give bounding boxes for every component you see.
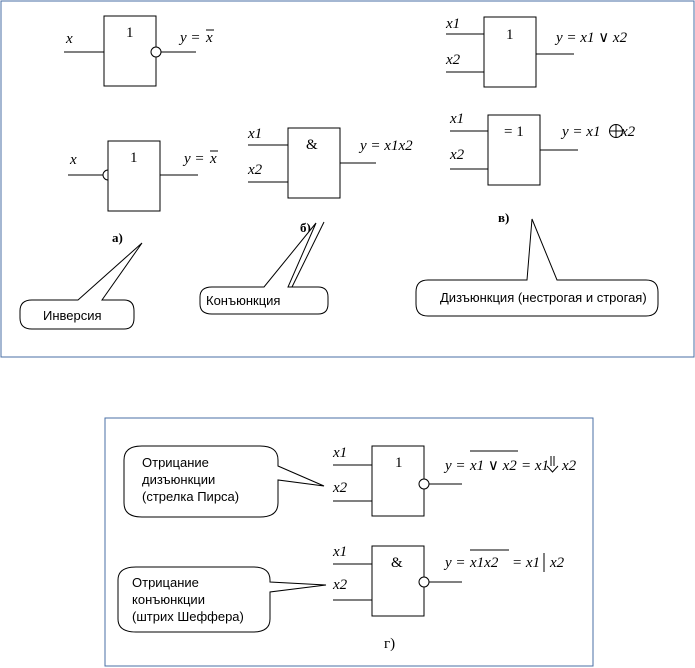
xor-output-label-b: x2 <box>620 124 636 140</box>
inversion-bottom-box <box>107 140 161 212</box>
bottom-panel-frame <box>104 417 594 667</box>
inversion-bottom-output-prefix: y = <box>182 151 205 167</box>
nand-output-over: x1x2 <box>469 555 499 571</box>
xor-input1-label: x1 <box>449 111 464 127</box>
callout-nor: Отрицание дизъюнкции (стрелка Пирса) <box>123 445 325 518</box>
disjunction-input1-label: x1 <box>445 16 460 32</box>
disjunction-gate: x1 x2 1 y = x1 ∨ x2 <box>445 16 628 88</box>
conjunction-input1-label: x1 <box>247 126 262 142</box>
xor-input2-label: x2 <box>449 147 465 163</box>
caption-b: б) <box>300 220 311 235</box>
callout-disjunction: Дизъюнкция (нестрогая и строгая) <box>415 218 659 317</box>
inversion-gate-bottom: x 1 y = x <box>68 140 218 212</box>
callout-inversion: Инверсия <box>19 242 143 330</box>
nor-gate-symbol: 1 <box>395 455 403 471</box>
callout-conjunction: Конъюнкция <box>199 221 329 315</box>
inversion-top-output-prefix: y = <box>178 30 201 46</box>
nor-input2-label: x2 <box>332 480 348 496</box>
callout-conjunction-text: Конъюнкция <box>206 293 280 308</box>
nand-input1-label: x1 <box>332 544 347 560</box>
inversion-bottom-input-label: x <box>69 152 77 168</box>
conjunction-gate: x1 x2 & y = x1x2 <box>247 126 413 199</box>
disjunction-gate-symbol: 1 <box>506 27 514 43</box>
nand-output-end: x2 <box>549 555 565 571</box>
nand-output-prefix: y = <box>443 555 466 571</box>
caption-a: а) <box>112 230 123 245</box>
peirce-arrow-icon <box>546 456 559 473</box>
nand-gate-symbol: & <box>391 555 403 571</box>
inversion-top-gate-symbol: 1 <box>126 25 134 41</box>
nor-output-suffix: = x1 <box>521 458 549 474</box>
nor-output-over: x1 ∨ x2 <box>469 458 517 474</box>
caption-d: г) <box>384 636 395 652</box>
inversion-top-output-var: x <box>205 30 213 46</box>
callout-nand: Отрицание конъюнкции (штрих Шеффера) <box>117 566 327 633</box>
disjunction-output-label: y = x1 ∨ x2 <box>554 30 628 46</box>
inversion-top-input-label: x <box>65 31 73 47</box>
callout-nor-line2: дизъюнкции <box>142 472 215 487</box>
conjunction-gate-symbol: & <box>306 137 318 153</box>
inversion-gate-top: x 1 y = x <box>64 15 214 87</box>
inversion-bottom-gate-symbol: 1 <box>130 150 138 166</box>
nand-bubble <box>418 576 430 588</box>
xor-box <box>487 114 541 186</box>
nor-output-prefix: y = <box>443 458 466 474</box>
top-panel-frame <box>0 0 695 358</box>
nand-output-suffix: = x1 <box>512 555 540 571</box>
callout-nand-line1: Отрицание <box>132 575 199 590</box>
inversion-bottom-output-var: x <box>209 151 217 167</box>
inversion-top-bubble <box>150 46 162 58</box>
callout-nand-line2: конъюнкции <box>132 592 205 607</box>
xor-output-label-a: y = x1 <box>560 124 600 140</box>
disjunction-input2-label: x2 <box>445 52 461 68</box>
nand-input2-label: x2 <box>332 577 348 593</box>
callout-nor-line1: Отрицание <box>142 455 209 470</box>
xor-gate: x1 x2 = 1 y = x1 x2 <box>449 111 636 186</box>
callout-inversion-text: Инверсия <box>43 308 102 323</box>
xor-gate-symbol: = 1 <box>504 124 524 140</box>
caption-c: в) <box>498 210 509 225</box>
nor-output-end: x2 <box>561 458 577 474</box>
disjunction-box <box>483 16 537 88</box>
nand-gate: x1 x2 & y = x1x2 = x1 x2 <box>332 544 565 617</box>
nor-bubble <box>418 478 430 490</box>
inversion-top-box <box>103 15 157 87</box>
callout-nor-line3: (стрелка Пирса) <box>142 489 239 504</box>
nor-input1-label: x1 <box>332 445 347 461</box>
xor-circled-plus-icon <box>609 124 623 138</box>
conjunction-input2-label: x2 <box>247 162 263 178</box>
callout-nand-line3: (штрих Шеффера) <box>132 609 244 624</box>
callout-disjunction-text: Дизъюнкция (нестрогая и строгая) <box>440 290 647 305</box>
nor-gate: x1 x2 1 y = x1 ∨ x2 = x1 x2 <box>332 445 577 517</box>
nor-box <box>371 445 425 517</box>
conjunction-output-label: y = x1x2 <box>358 138 413 154</box>
nand-box <box>371 545 425 617</box>
